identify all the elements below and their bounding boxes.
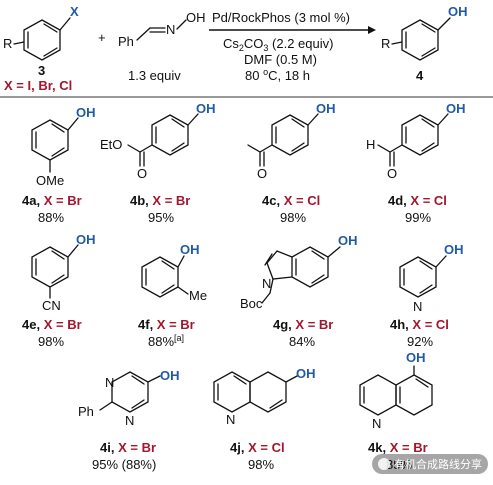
product-4f: OH Me 4f, X = Br 88%[a] (138, 242, 207, 349)
substituent-label: N (226, 412, 235, 427)
oxime-oh-label: OH (186, 10, 206, 25)
product-4d: OH H O 4d, X = Cl 99% (366, 101, 466, 225)
wechat-icon (378, 458, 390, 470)
arrow-head (368, 26, 376, 34)
oh-label: OH (316, 101, 336, 116)
yield-label: 98% (248, 457, 274, 472)
product-r-label: R (381, 36, 390, 51)
compound-label: 4j, X = Cl (230, 440, 285, 455)
yield-label: 98% (280, 210, 306, 225)
product-phenol: R OH 4 (381, 4, 468, 83)
substituent-label: H (366, 137, 375, 152)
compound-label: 4c, X = Cl (262, 193, 320, 208)
substrate-x-label: X (70, 4, 79, 19)
compound-label: 4f, X = Br (138, 317, 195, 332)
product-4c: OH O 4c, X = Cl 98% (247, 101, 336, 225)
oh-label: OH (76, 232, 96, 247)
substituent-label: Me (189, 288, 207, 303)
oh-label: OH (296, 366, 316, 381)
compound-label: 4h, X = Cl (390, 317, 449, 332)
compound-label: 4d, X = Cl (388, 193, 447, 208)
condition-catalyst: Pd/RockPhos (3 mol %) (212, 10, 350, 25)
product-4k: OH N 4k, X = Br 85% (359, 350, 433, 472)
substituent-label: O (257, 166, 267, 181)
substituent-label: N (105, 375, 114, 390)
oh-label: OH (446, 101, 466, 116)
oxime-reagent: Ph N OH 1.3 equiv (118, 10, 206, 83)
compound-label: 4a, X = Br (22, 193, 82, 208)
substituent-label: N (262, 276, 271, 291)
yield-label: 88%[a] (148, 333, 184, 349)
substituent-label: N (125, 413, 134, 428)
watermark: 有机合成路线分享 (372, 454, 488, 474)
oh-label: OH (160, 368, 180, 383)
watermark-text: 有机合成路线分享 (394, 457, 482, 471)
plus-sign: + (98, 30, 106, 45)
oh-label: OH (180, 242, 200, 257)
substituent-label: Boc (240, 296, 263, 311)
condition-base: Cs2CO3 (2.2 equiv) (223, 36, 333, 53)
product-4a: OH OMe 4a, X = Br 88% (22, 105, 96, 225)
product-number: 4 (416, 68, 424, 83)
oh-label: OH (196, 101, 216, 116)
substrate-x-values: X = I, Br, Cl (4, 78, 72, 93)
yield-label: 99% (405, 210, 431, 225)
yield-label: 95% (88%) (92, 457, 156, 472)
substrate-r-label: R (3, 36, 12, 51)
substituent-label: O (387, 166, 397, 181)
product-oh-label: OH (448, 4, 468, 19)
yield-label: 98% (38, 334, 64, 349)
substituent-label: OMe (36, 173, 64, 188)
product-4b: OH EtO O 4b, X = Br 95% (100, 101, 216, 225)
yield-label: 95% (148, 210, 174, 225)
oh-label: OH (444, 242, 464, 257)
product-4i: OH N N Ph 4i, X = Br 95% (88%) (78, 368, 180, 472)
oh-label: OH (406, 350, 426, 365)
substrate-aryl-halide: R X 3 X = I, Br, Cl (3, 4, 79, 93)
condition-temp-time: 80 oC, 18 h (245, 67, 310, 83)
condition-solvent: DMF (0.5 M) (244, 52, 317, 67)
substrate-number: 3 (38, 63, 45, 78)
substituent-label: CN (42, 298, 61, 313)
product-4h: OH N 4h, X = Cl 92% (390, 242, 464, 349)
compound-label: 4i, X = Br (100, 440, 156, 455)
compound-label: 4b, X = Br (130, 193, 190, 208)
compound-label: 4g, X = Br (273, 317, 333, 332)
oxime-n-label: N (166, 22, 175, 37)
oh-label: OH (338, 233, 358, 248)
substituent-label: N (413, 299, 422, 314)
substituent-label: EtO (100, 137, 122, 152)
oh-label: OH (76, 105, 96, 120)
yield-label: 85% (386, 457, 412, 472)
yield-label: 88% (38, 210, 64, 225)
product-4j: OH N 4j, X = Cl 98% (213, 366, 316, 472)
oxime-ph-label: Ph (118, 34, 134, 49)
substituent-label: Ph (78, 404, 94, 419)
substituent-label: O (137, 166, 147, 181)
product-4e: OH CN 4e, X = Br 98% (22, 232, 96, 349)
oxime-equiv: 1.3 equiv (128, 68, 181, 83)
reaction-conditions: Pd/RockPhos (3 mol %) Cs2CO3 (2.2 equiv)… (209, 10, 376, 83)
substituent-label: N (372, 416, 381, 431)
yield-label: 84% (289, 334, 315, 349)
compound-label: 4k, X = Br (368, 440, 428, 455)
compound-label: 4e, X = Br (22, 317, 82, 332)
yield-label: 92% (407, 334, 433, 349)
product-4g: OH N Boc 4g, X = Br 84% (240, 233, 358, 349)
